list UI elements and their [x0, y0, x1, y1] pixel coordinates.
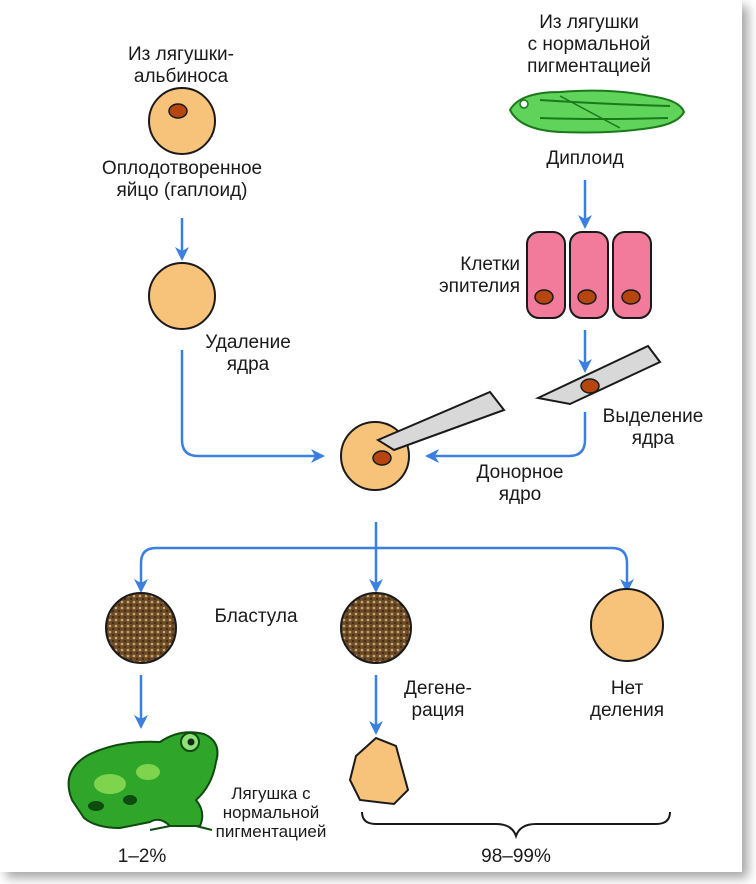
degeneration-label: Дегене-рация: [404, 678, 472, 721]
recipient-egg: [340, 390, 506, 491]
percent-failure-label: 98–99%: [481, 846, 551, 867]
fertilized-egg: [148, 87, 216, 155]
arrow-to-recipient-egg: [180, 350, 325, 463]
enucleated-egg: [148, 262, 216, 330]
degenerated-cell: [348, 736, 410, 806]
blastula-label: Бластула: [214, 606, 298, 627]
branch-arrows: [134, 522, 634, 593]
frog-icon: [67, 731, 219, 831]
arrow-donor-to-recipient: [425, 412, 587, 463]
blastula-left: [105, 592, 177, 664]
blastula-center: [340, 592, 412, 664]
albino-source-label: Из лягушки-альбиноса: [128, 44, 234, 87]
tadpole-icon: [508, 89, 686, 134]
percent-success-label: 1–2%: [117, 846, 167, 867]
micropipette-icon: [534, 344, 662, 406]
diploid-label: Диплоид: [546, 148, 624, 169]
failure-brace: [361, 811, 671, 840]
epithelial-cells: [526, 231, 652, 319]
undivided-egg: [590, 588, 664, 662]
